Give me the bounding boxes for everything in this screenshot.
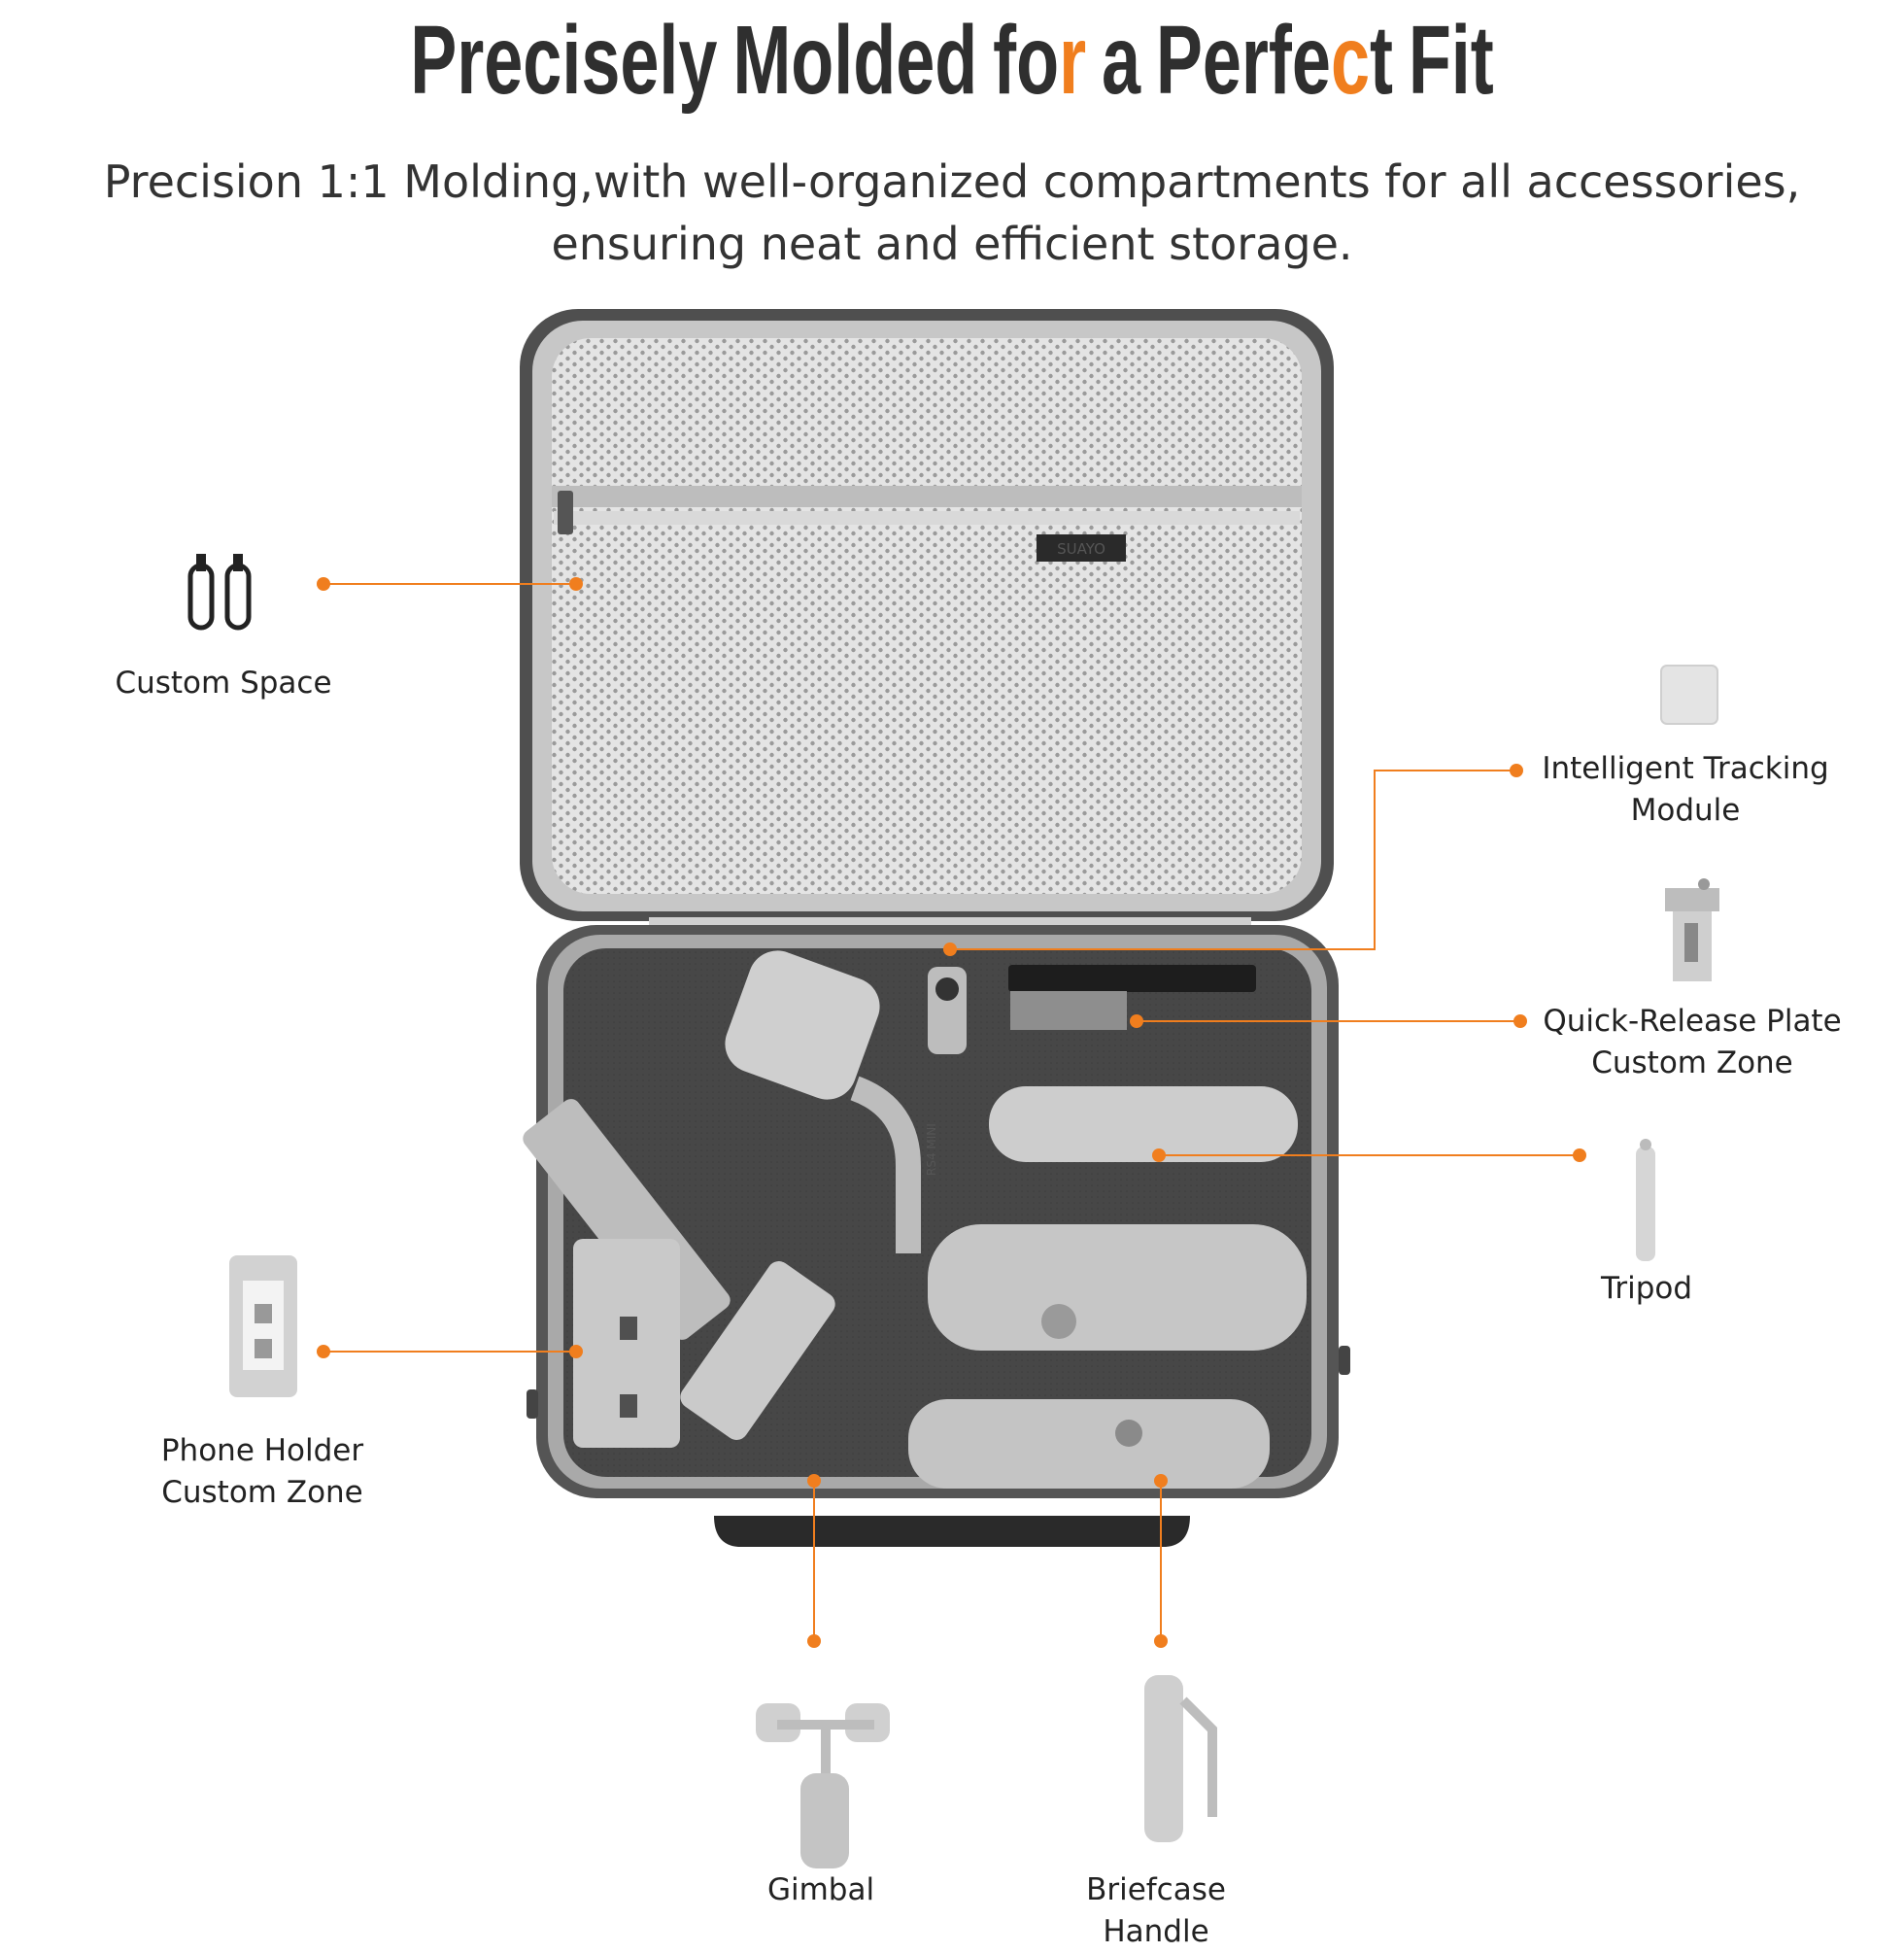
callout-dot: [1152, 1148, 1166, 1162]
gimbal-model-text: RS4 MINI: [925, 1123, 938, 1176]
subtitle-line-1: Precision 1:1 Molding,with well-organize…: [103, 155, 1801, 208]
headline-fragment: fo: [993, 6, 1060, 115]
headline-word: Perfect: [1156, 5, 1393, 117]
headline-accent-letter: r: [1059, 6, 1087, 115]
headline-word: Fit: [1408, 6, 1494, 115]
tracking-module-device: [928, 967, 967, 1054]
zipper-pull-icon: [558, 491, 573, 534]
phone-holder-device: [573, 1239, 680, 1448]
callout-dot: [317, 1345, 330, 1358]
gimbal-icon: [756, 1703, 890, 1868]
headline: Precisely Molded for a Perfect Fit: [266, 0, 1637, 121]
subtitle: Precision 1:1 Molding,with well-organize…: [97, 151, 1807, 275]
label-tracking-module: Intelligent Tracking Module: [1542, 751, 1829, 828]
callout-dot: [1510, 764, 1523, 777]
headline-word: Molded: [732, 6, 978, 115]
headline-accent-letter: c: [1330, 6, 1370, 115]
case-handle: [714, 1516, 1190, 1547]
strap-ring: [1339, 1346, 1350, 1375]
tripod-device: [989, 1086, 1298, 1162]
brand-tag: [1037, 534, 1126, 562]
callout-dot: [807, 1634, 821, 1648]
tracking-module-icon: [1660, 665, 1718, 725]
quick-release-plate-icon: [1665, 878, 1719, 981]
brand-tag-text: SUAYO: [1057, 540, 1105, 558]
headline-word: a: [1101, 6, 1140, 115]
label-quick-release: Quick-Release Plate Custom Zone: [1543, 1004, 1842, 1080]
label-briefcase-handle: Briefcase Handle: [1086, 1872, 1226, 1949]
callout-dot: [1154, 1474, 1168, 1488]
callout-dot: [317, 577, 330, 591]
callout-dot: [943, 942, 957, 956]
callout-dot: [807, 1474, 821, 1488]
label-tripod: Tripod: [1600, 1271, 1693, 1306]
tripod-icon: [1636, 1139, 1655, 1261]
callout-dot: [1573, 1148, 1586, 1162]
callout-dot: [1513, 1014, 1527, 1028]
headline-word: for: [993, 5, 1086, 117]
headline-fragment: Perfe: [1155, 6, 1331, 115]
leader-lines: [323, 583, 1580, 1641]
label-gimbal: Gimbal: [766, 1872, 875, 1907]
strap-ring: [527, 1389, 538, 1419]
phone-holder-icon: [229, 1255, 297, 1397]
label-custom-space: Custom Space: [115, 666, 332, 701]
subtitle-line-2: ensuring neat and efficient storage.: [551, 218, 1353, 270]
cable-icon: [187, 554, 252, 631]
case-lid: [520, 309, 1334, 921]
label-phone-holder: Phone Holder Custom Zone: [160, 1433, 364, 1510]
gimbal-device: [523, 950, 1307, 1440]
case-illustration: SUAYO RS4 MINI: [323, 309, 1580, 1641]
briefcase-handle-icon: [1144, 1675, 1217, 1842]
callout-dot: [569, 1345, 583, 1358]
headline-fragment: t: [1369, 6, 1393, 115]
callout-dot: [1130, 1014, 1143, 1028]
callout-dot: [1154, 1634, 1168, 1648]
leader-tracking-module: [950, 770, 1516, 950]
quick-release-plate-device: [1008, 965, 1256, 1030]
callout-dot: [569, 577, 583, 591]
headline-word: Precisely: [410, 6, 718, 115]
briefcase-handle-device: [908, 1399, 1270, 1489]
